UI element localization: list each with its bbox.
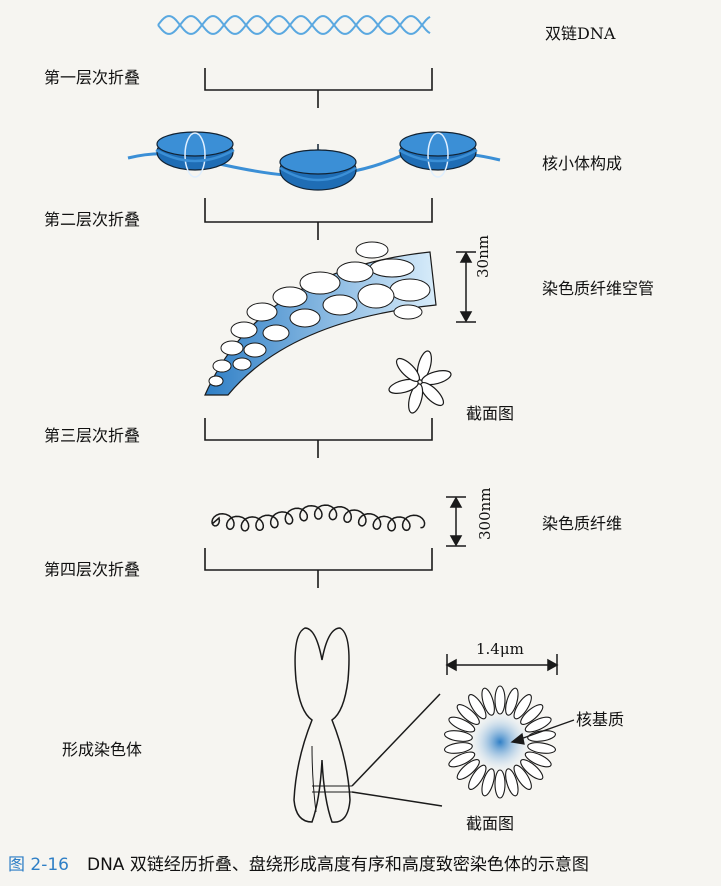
chromatin-loop	[448, 716, 476, 733]
fiber-nucleosome	[230, 321, 258, 339]
chromatin-loop	[448, 751, 476, 768]
nuclear-matrix-arrow	[510, 719, 575, 745]
nucleosome-chain	[127, 131, 501, 191]
label-fold2: 第二层次折叠	[44, 210, 141, 229]
rosette-petal	[408, 383, 424, 414]
chromatin-loop	[513, 764, 532, 790]
chromatin-loop	[513, 694, 532, 720]
dim-30nm-arrow	[456, 251, 476, 323]
chromatin-loop	[456, 704, 480, 725]
label-fold1: 第一层次折叠	[44, 68, 141, 87]
nucleosome-middle	[279, 144, 357, 191]
chromatin-loop	[481, 687, 495, 716]
fiber-nucleosome	[232, 357, 252, 371]
fiber-nucleosome	[355, 241, 389, 259]
fiber-nucleosome	[246, 302, 278, 322]
label-fiber-tube: 染色质纤维空管	[542, 279, 655, 298]
chromatin-loop	[468, 764, 487, 790]
label-fold3: 第三层次折叠	[44, 426, 141, 445]
chromatin-loop	[494, 685, 506, 715]
label-chromosome: 形成染色体	[62, 740, 143, 759]
label-fiber: 染色质纤维	[542, 514, 623, 533]
label-dim-1-4um: 1.4μm	[476, 640, 524, 658]
chromatin-loop	[524, 716, 552, 733]
fiber-nucleosome	[322, 294, 358, 316]
fiber-nucleosome	[393, 304, 423, 320]
fold2-bracket	[204, 198, 433, 240]
chromatin-loop	[505, 687, 519, 716]
label-dna: 双链DNA	[545, 24, 616, 43]
chromatin-loop	[456, 759, 480, 780]
chromatin-loop	[524, 751, 552, 768]
coiled-chromatin-fiber	[211, 504, 426, 532]
dim-300nm-arrow	[446, 496, 466, 547]
fiber-nucleosome	[212, 359, 232, 373]
chromatin-loop	[444, 730, 473, 742]
chromatin-loop	[444, 742, 473, 754]
nucleosome-left	[155, 131, 235, 178]
fiber-nucleosome	[369, 258, 415, 278]
fiber-nucleosome	[357, 283, 395, 309]
fold4-bracket	[204, 548, 433, 588]
nucleosome-right	[398, 131, 478, 178]
chromosome-cross-section	[444, 685, 556, 799]
rosette-petal	[416, 350, 432, 381]
fiber-nucleosome	[272, 286, 308, 308]
chromatin-loop	[505, 768, 519, 797]
label-fold4: 第四层次折叠	[44, 560, 141, 579]
label-dim-300nm: 300nm	[476, 487, 494, 540]
fiber-nucleosome	[208, 375, 224, 387]
dim-1-4um-arrow	[445, 654, 559, 675]
chromatin-loop	[520, 759, 544, 780]
fiber-nucleosome	[389, 278, 431, 302]
label-nuclear-matrix: 核基质	[576, 710, 625, 729]
chromatin-loop	[468, 694, 487, 720]
chromatin-loop	[481, 768, 495, 797]
fiber-nucleosome	[262, 324, 290, 342]
rosette-petal	[421, 370, 452, 386]
fiber-nucleosome	[289, 308, 321, 328]
fold3-bracket	[204, 418, 433, 458]
label-cross-section-1: 截面图	[466, 404, 515, 423]
chromosome	[293, 627, 443, 823]
chromatin-fiber-tube	[204, 241, 437, 396]
rosette-petal	[419, 381, 445, 407]
fiber-nucleosome	[220, 340, 244, 356]
caption-number: 图 2-16	[8, 855, 69, 875]
fiber-nucleosome	[336, 261, 374, 283]
fiber-nucleosome	[243, 342, 267, 358]
caption-text: DNA 双链经历折叠、盘绕形成高度有序和高度致密染色体的示意图	[87, 855, 589, 875]
chromatin-loop	[527, 742, 556, 754]
fold1-bracket	[204, 68, 433, 108]
rosette-cross-section	[388, 350, 452, 414]
label-dim-30nm: 30nm	[474, 235, 492, 278]
rosette-petal	[395, 357, 421, 383]
fiber-nucleosome	[299, 271, 341, 295]
chromatin-loop	[520, 704, 544, 725]
label-cross-section-2: 截面图	[466, 814, 515, 833]
rosette-petal	[388, 378, 419, 394]
figure-caption: 图 2-16 DNA 双链经历折叠、盘绕形成高度有序和高度致密染色体的示意图	[8, 850, 589, 875]
dna-double-helix	[157, 15, 431, 35]
label-nucleosome: 核小体构成	[542, 154, 623, 173]
chromatin-loop	[494, 769, 506, 799]
